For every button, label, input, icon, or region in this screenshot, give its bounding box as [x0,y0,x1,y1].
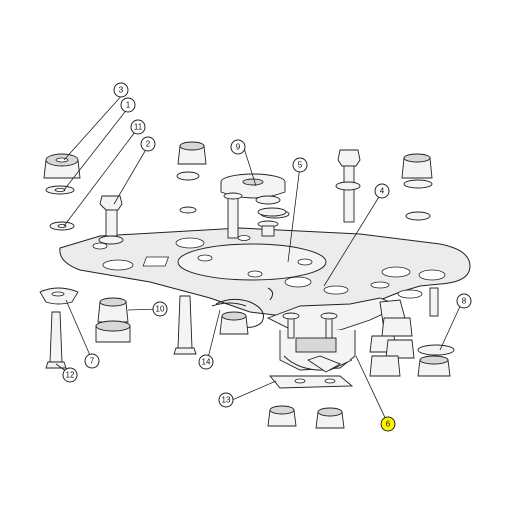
lower-nuts [219,311,345,429]
svg-text:10: 10 [156,305,165,314]
svg-text:6: 6 [386,420,391,429]
leader-lines [55,92,463,425]
svg-text:12: 12 [66,371,75,380]
svg-text:2: 2 [146,140,151,149]
callout-7: 7 [84,353,100,369]
svg-text:11: 11 [134,123,143,132]
callout-8: 8 [456,293,472,309]
right-nuts [369,287,455,377]
callout-13: 13 [218,392,234,408]
svg-text:4: 4 [380,187,385,196]
callout-1: 1 [120,97,136,113]
svg-text:1: 1 [126,101,131,110]
callout-12: 12 [62,367,78,383]
nut-stack-left [43,153,81,231]
svg-text:7: 7 [90,357,95,366]
svg-text:5: 5 [298,161,303,170]
callout-6: 6 [380,416,396,432]
svg-text:3: 3 [119,86,124,95]
spring-clip [211,287,274,328]
svg-text:9: 9 [236,143,241,152]
svg-text:8: 8 [462,297,467,306]
callout-11: 11 [130,119,146,135]
callout-9: 9 [230,139,246,155]
top-center-bolt [337,149,361,223]
callout-14: 14 [198,354,214,370]
svg-text:14: 14 [202,358,211,367]
callout-10: 10 [152,301,168,317]
callout-3: 3 [113,82,129,98]
callout-5: 5 [292,157,308,173]
left-washer-and-screw [39,287,197,369]
spacer-nut [95,297,131,343]
callout-4: 4 [374,183,390,199]
left-bolt [98,195,124,245]
svg-text:13: 13 [222,396,231,405]
callout-2: 2 [140,136,156,152]
top-nuts [176,141,433,221]
